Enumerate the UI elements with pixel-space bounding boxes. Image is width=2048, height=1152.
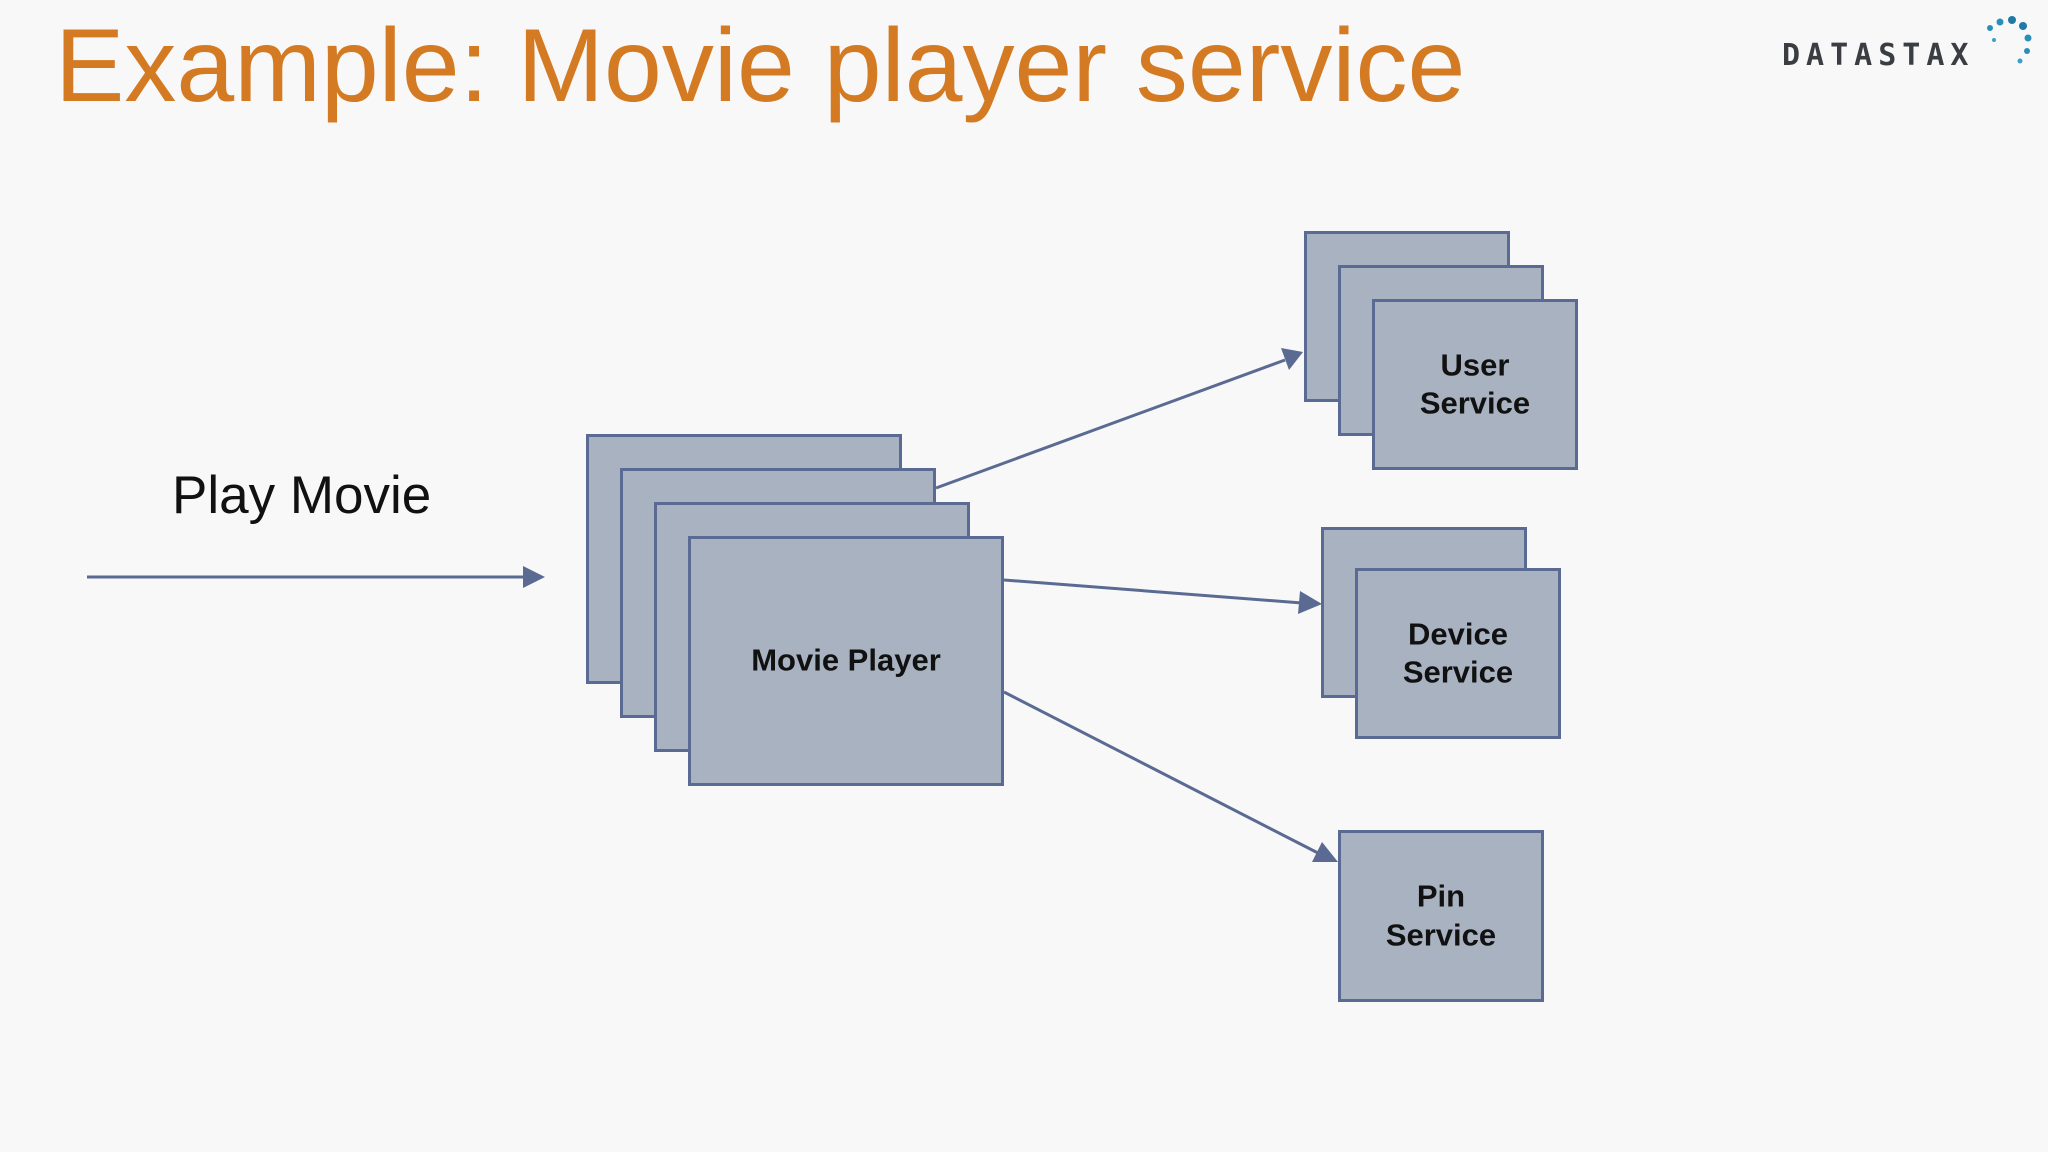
datastax-logo: DATASTAX [1782, 38, 1975, 73]
slide-title: Example: Movie player service [55, 8, 1466, 124]
arrow-to-user-service [935, 348, 1303, 490]
user-service-box: User Service [1372, 299, 1578, 470]
device-service-box: Device Service [1355, 568, 1561, 739]
user-service-label: User Service [1419, 346, 1531, 421]
pin-service-label: Pin Service [1385, 878, 1497, 952]
movie-player-label: Movie Player [751, 642, 941, 678]
play-movie-label: Play Movie [172, 466, 432, 525]
movie-player-box: Movie Player [688, 536, 1004, 786]
pin-service-box: Pin Service [1338, 830, 1544, 1002]
logo-dots-icon [1987, 16, 2032, 64]
input-arrow [87, 566, 545, 588]
device-service-label: Device Service [1402, 615, 1514, 690]
arrow-to-pin-service [1003, 690, 1338, 862]
arrow-to-device-service [1003, 578, 1322, 614]
